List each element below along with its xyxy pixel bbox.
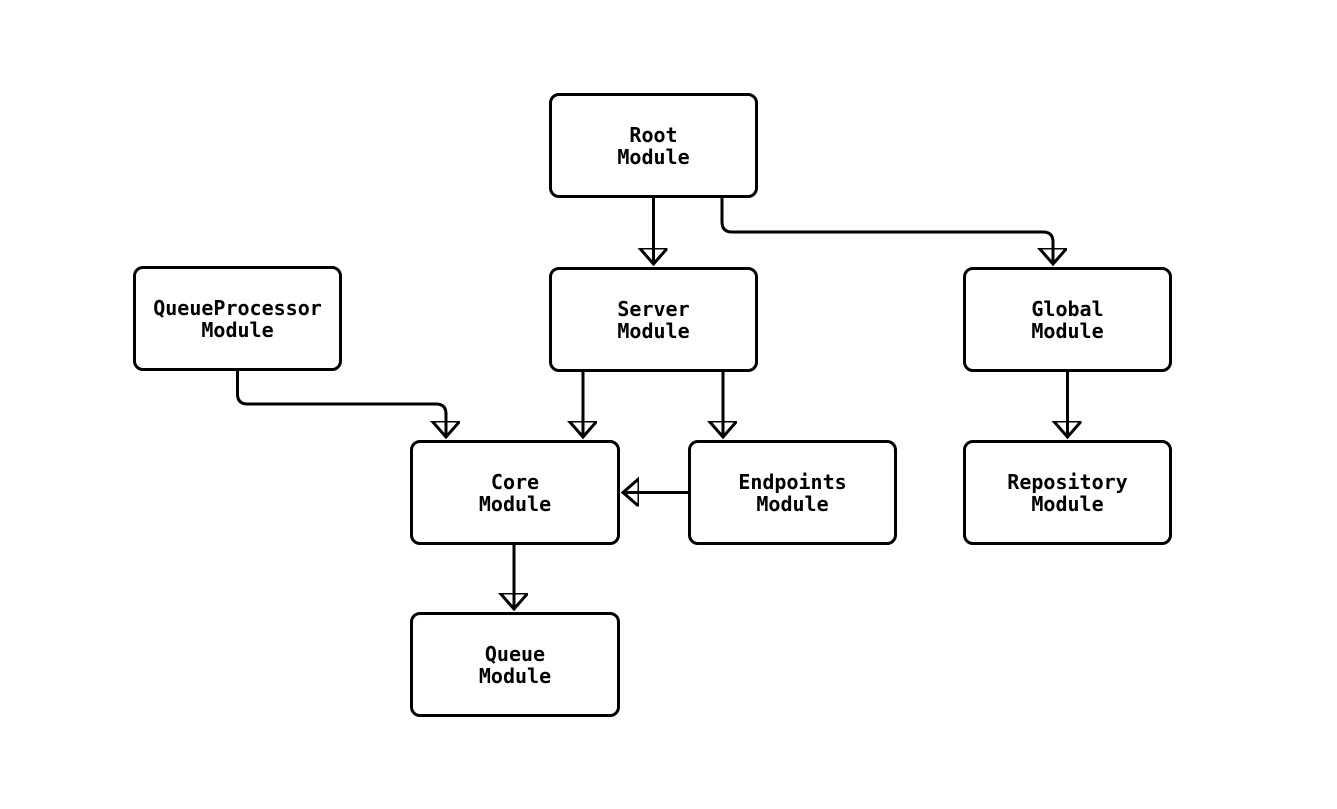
node-repository-module: Repository Module xyxy=(963,440,1172,545)
node-global-module: Global Module xyxy=(963,267,1172,372)
node-label-line2: Module xyxy=(1031,318,1104,343)
node-root-module: Root Module xyxy=(549,93,758,198)
node-endpoints-module: Endpoints Module xyxy=(688,440,897,545)
node-label-line2: Module xyxy=(617,144,690,169)
node-label-line2: Module xyxy=(478,663,552,688)
node-label-line2: Module xyxy=(1031,491,1104,516)
node-label-line2: Module xyxy=(478,491,552,516)
node-queueprocessor-module: QueueProcessor Module xyxy=(133,266,342,371)
node-server-module: Server Module xyxy=(549,267,758,372)
node-label-line1: Server xyxy=(617,296,690,321)
node-label-line2: Module xyxy=(756,491,829,516)
node-label-line1: QueueProcessor xyxy=(153,295,322,320)
node-label-line1: Root xyxy=(629,122,678,147)
node-core-module: Core Module xyxy=(410,440,620,545)
node-label-line1: Repository xyxy=(1007,469,1128,494)
node-queue-module: Queue Module xyxy=(410,612,620,717)
node-label-line1: Global xyxy=(1031,296,1104,321)
edge-root-global xyxy=(720,198,1053,264)
node-label-line2: Module xyxy=(201,317,274,342)
edge-queueprocessor-core xyxy=(236,371,447,437)
node-label-line1: Endpoints xyxy=(738,469,847,494)
node-label-line1: Queue xyxy=(484,641,546,666)
node-label-line2: Module xyxy=(617,318,690,343)
node-label-line1: Core xyxy=(490,469,540,494)
